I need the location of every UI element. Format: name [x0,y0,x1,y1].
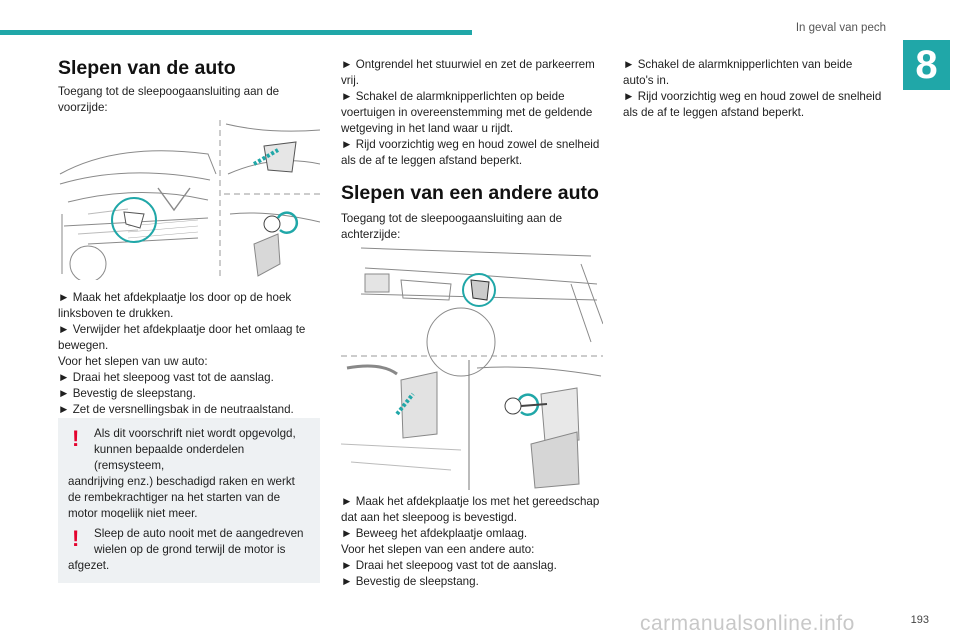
towing-own-car-label: Voor het slepen van uw auto: [58,355,208,368]
step-attach-tow-bar-rear: ► Bevestig de sleepstang. [341,575,479,588]
column-3: ► Schakel de alarmknipperlichten van bei… [623,57,885,121]
header-accent-bar [0,30,472,35]
title-towing-other-car: Slepen van een andere auto [341,182,599,204]
warning-2-line-2: wielen op de grond terwijl de motor is [94,543,286,556]
step-drive-carefully: ► Rijd voorzichtig weg en houd zowel de … [341,138,600,167]
step-hazard-lights: ► Schakel de alarmknipperlichten op beid… [341,90,593,135]
step-neutral-gear: ► Zet de versnellingsbak in de neutraals… [58,403,294,416]
warning-box-2: ! Sleep de auto nooit met de aangedreven… [58,518,320,583]
warning-icon: ! [72,426,80,451]
column-2-steps: ► Maak het afdekplaatje los met het gere… [341,494,603,590]
intro-front: Toegang tot de sleepoogaansluiting aan d… [58,85,280,114]
page-number: 193 [910,614,929,626]
column-2: ► Ontgrendel het stuurwiel en zet de par… [341,57,603,243]
watermark: carmanualsonline.info [640,612,855,635]
step-unlock-steering: ► Ontgrendel het stuurwiel en zet de par… [341,58,595,87]
step-move-cover-down: ► Beweeg het afdekplaatje omlaag. [341,527,528,540]
title-towing-own-car: Slepen van de auto [58,57,236,79]
step-screw-tow-eye-rear: ► Draai het sleepoog vast tot de aanslag… [341,559,557,572]
step-hazard-both-cars: ► Schakel de alarmknipperlichten van bei… [623,58,853,87]
step-remove-cover: ► Verwijder het afdekplaatje door het om… [58,323,306,352]
warning-2-line-1: Sleep de auto nooit met de aangedreven [94,527,304,540]
step-attach-tow-bar: ► Bevestig de sleepstang. [58,387,196,400]
warning-icon: ! [72,526,80,551]
step-screw-tow-eye: ► Draai het sleepoog vast tot de aanslag… [58,371,274,384]
column-1: Slepen van de auto Toegang tot de sleepo… [58,56,320,116]
towing-other-car-label: Voor het slepen van een andere auto: [341,543,535,556]
warning-1-rest: aandrijving enz.) beschadigd raken en we… [68,475,295,520]
intro-rear: Toegang tot de sleepoogaansluiting aan d… [341,212,563,241]
column-1-steps: ► Maak het afdekplaatje los door op de h… [58,290,320,418]
rear-tow-eye-illustration [341,244,603,490]
section-title: In geval van pech [795,22,886,34]
step-drive-carefully-2: ► Rijd voorzichtig weg en houd zowel de … [623,90,882,119]
warning-1-line-1: Als dit voorschrift niet wordt opgevolgd… [94,427,296,440]
step-detach-rear-cover: ► Maak het afdekplaatje los met het gere… [341,495,600,524]
warning-box-1: ! Als dit voorschrift niet wordt opgevol… [58,418,320,531]
warning-2-rest: afgezet. [68,559,110,572]
chapter-number: 8 [903,40,950,90]
step-detach-cover: ► Maak het afdekplaatje los door op de h… [58,291,292,320]
front-tow-eye-illustration [58,114,320,280]
warning-1-line-2: kunnen bepaalde onderdelen (remsysteem, [94,443,245,472]
